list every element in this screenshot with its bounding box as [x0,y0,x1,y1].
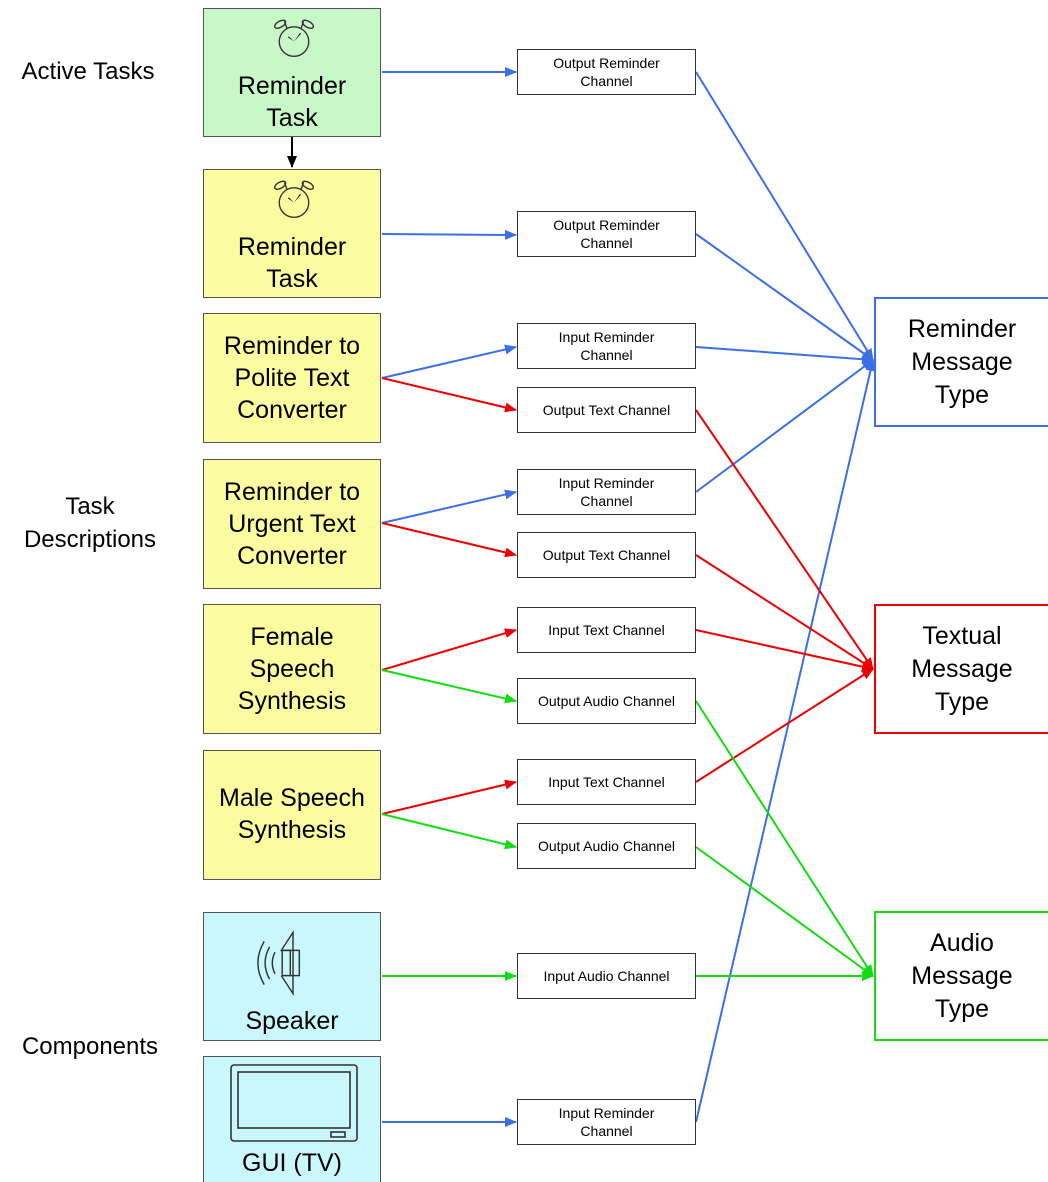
channel-label: Output Reminder Channel [553,217,660,251]
label-active-tasks: Active Tasks [21,58,155,85]
active-reminder-task-box: Reminder Task [203,8,381,137]
channel-label: Output Audio Channel [538,838,675,854]
textual-message-type-label: Textual Message Type [911,621,1013,716]
label-components: Components [21,1033,159,1060]
channel-label: Input Audio Channel [543,968,670,984]
wire-c3-to-reminder [695,346,874,365]
channel-input-reminder-3: Input Reminder Channel [517,1099,696,1145]
wire-polite-to-c4 [381,377,517,413]
reminder-message-type-label: Reminder Message Type [907,314,1017,409]
channel-label: Input Text Channel [548,622,665,638]
channel-output-reminder-1: Output Reminder Channel [517,49,696,95]
channel-input-text-1: Input Text Channel [517,607,696,653]
polite-text-converter-title: Reminder to Polite Text Converter [223,332,361,424]
channel-label: Input Reminder Channel [558,329,655,363]
label-task-descriptions: Task Descriptions [23,493,157,553]
wire-c7-to-textual [695,629,874,672]
channel-label: Output Reminder Channel [553,55,660,89]
speaker-title: Speaker [245,1007,339,1035]
channel-input-text-2: Input Text Channel [517,759,696,805]
reminder-task-title: Reminder Task [237,233,347,293]
wire-polite-to-c3 [381,344,517,379]
wire-c6-to-textual [695,554,874,670]
male-speech-synthesis-box: Male Speech Synthesis [203,750,381,880]
channel-label: Output Text Channel [542,547,671,563]
gui-tv-title: GUI (TV) [242,1149,342,1177]
wire-urgent-to-c5 [381,489,517,524]
gui-tv-component-box: GUI (TV) [203,1056,381,1182]
audio-message-type-label: Audio Message Type [911,928,1013,1023]
reminder-message-type: Reminder Message Type [874,297,1048,427]
textual-message-type: Textual Message Type [874,604,1048,734]
wire-male-to-c9 [381,779,517,815]
wire-c2-to-reminder [695,233,874,361]
audio-message-type: Audio Message Type [874,911,1048,1041]
speaker-icon [257,929,301,997]
reminder-task-box: Reminder Task [203,169,381,298]
wire-c10-to-audio [695,846,874,977]
female-speech-synthesis-box: Female Speech Synthesis [203,604,381,734]
channel-label: Input Reminder Channel [558,475,655,509]
tv-icon [230,1064,358,1142]
channel-label: Input Reminder Channel [558,1105,655,1139]
alarm-clock-icon [273,19,315,58]
speaker-component-box: Speaker [203,912,381,1041]
urgent-text-converter-box: Reminder to Urgent Text Converter [203,459,381,589]
female-speech-synthesis-title: Female Speech Synthesis [237,623,347,715]
wire-male-to-c10 [381,813,517,850]
wire-c5-to-reminder [695,359,874,493]
channel-output-reminder-2: Output Reminder Channel [517,211,696,257]
channel-input-audio: Input Audio Channel [517,953,696,999]
wire-female-to-c7 [381,628,517,671]
wire-c4-to-textual [695,409,874,670]
wire-urgent-to-c6 [381,522,517,558]
channel-label: Input Text Channel [548,774,665,790]
channel-output-audio-1: Output Audio Channel [517,678,696,724]
urgent-text-converter-title: Reminder to Urgent Text Converter [223,478,361,570]
alarm-clock-icon [273,180,315,219]
wire-task-to-c2 [381,229,517,240]
channel-label: Output Text Channel [542,402,671,418]
wire-female-to-c8 [381,669,517,704]
channel-output-text-2: Output Text Channel [517,532,696,578]
male-speech-synthesis-title: Male Speech Synthesis [219,784,365,844]
channel-input-reminder-2: Input Reminder Channel [517,469,696,515]
polite-text-converter-box: Reminder to Polite Text Converter [203,313,381,443]
active-reminder-task-title: Reminder Task [237,72,347,132]
channel-output-audio-2: Output Audio Channel [517,823,696,869]
channel-input-reminder-1: Input Reminder Channel [517,323,696,369]
wire-c8-to-audio [695,700,874,977]
wire-c1-to-reminder [695,71,874,361]
channel-label: Output Audio Channel [538,693,675,709]
wire-c9-to-textual [695,668,874,783]
channel-output-text-1: Output Text Channel [517,387,696,433]
wire-c12-to-reminder [695,359,876,1123]
